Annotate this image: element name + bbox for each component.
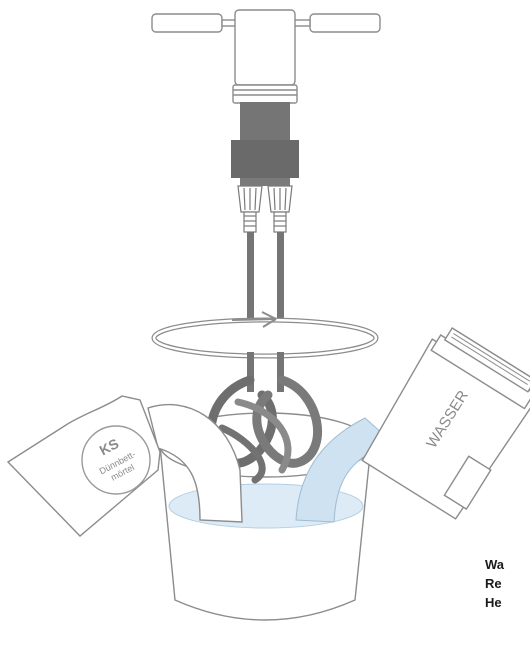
- water-bucket: WASSER: [358, 322, 530, 521]
- caption-line-3: He: [485, 593, 530, 612]
- mortar-bag: KS Dünnbett- mörtel: [8, 396, 160, 536]
- rotation-arrow: [154, 312, 376, 356]
- caption-line-2: Re: [485, 574, 530, 593]
- drill-collar: [233, 85, 297, 103]
- drill-body: [235, 10, 295, 85]
- drill-right-handle: [310, 14, 380, 32]
- caption-line-1: Wa: [485, 555, 530, 574]
- drill-left-handle: [152, 14, 222, 32]
- shaft-couplings: [238, 186, 292, 232]
- drill-chuck: [231, 102, 299, 186]
- caption-text: Wa Re He: [485, 555, 530, 612]
- drill: [152, 10, 380, 103]
